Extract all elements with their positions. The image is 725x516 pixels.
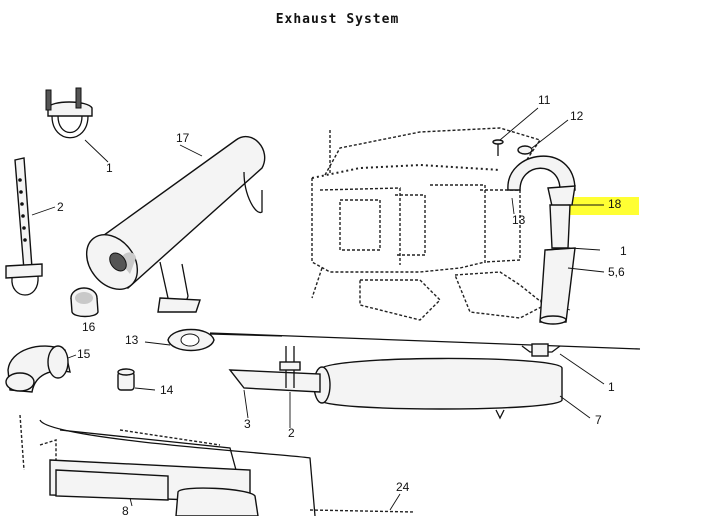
part-hanger-2	[5, 157, 56, 296]
callout-15: 15	[77, 347, 91, 361]
part-gasket-12	[517, 119, 569, 155]
callout-24: 24	[396, 480, 410, 494]
callout-12: 12	[570, 109, 584, 123]
callout-2b: 2	[288, 426, 295, 440]
callout-7: 7	[595, 413, 602, 427]
part-muffler-17	[85, 135, 266, 313]
part-bolt-11	[492, 107, 539, 156]
engine-outline	[311, 127, 571, 321]
callout-5-6: 5,6	[608, 265, 625, 279]
lower-frame	[19, 414, 316, 516]
callout-3: 3	[244, 417, 251, 431]
callout-11: 11	[538, 93, 551, 107]
callout-1a: 1	[106, 161, 113, 175]
part-sleeve-14	[117, 368, 156, 391]
callout-14: 14	[160, 383, 174, 397]
highlight-18	[557, 197, 639, 215]
callout-8: 8	[122, 504, 129, 516]
part-clamp-1	[45, 87, 109, 163]
callout-18: 18	[608, 197, 622, 211]
part-gasket-13	[144, 328, 215, 352]
frame-lines	[209, 332, 641, 350]
callout-1c: 1	[608, 380, 615, 394]
part-muffler-7	[228, 343, 605, 428]
callout-1b: 1	[620, 244, 627, 258]
callout-16: 16	[82, 320, 96, 334]
part-24-area	[309, 493, 416, 513]
callout-13a: 13	[512, 213, 526, 227]
callout-17: 17	[176, 131, 190, 145]
diagram-title: Exhaust System	[275, 12, 400, 27]
callout-2a: 2	[57, 200, 64, 214]
part-elbow-15	[5, 345, 77, 393]
part-exhaust-pipe	[507, 155, 605, 325]
callout-13b: 13	[125, 333, 139, 347]
part-cap-16	[70, 287, 99, 318]
